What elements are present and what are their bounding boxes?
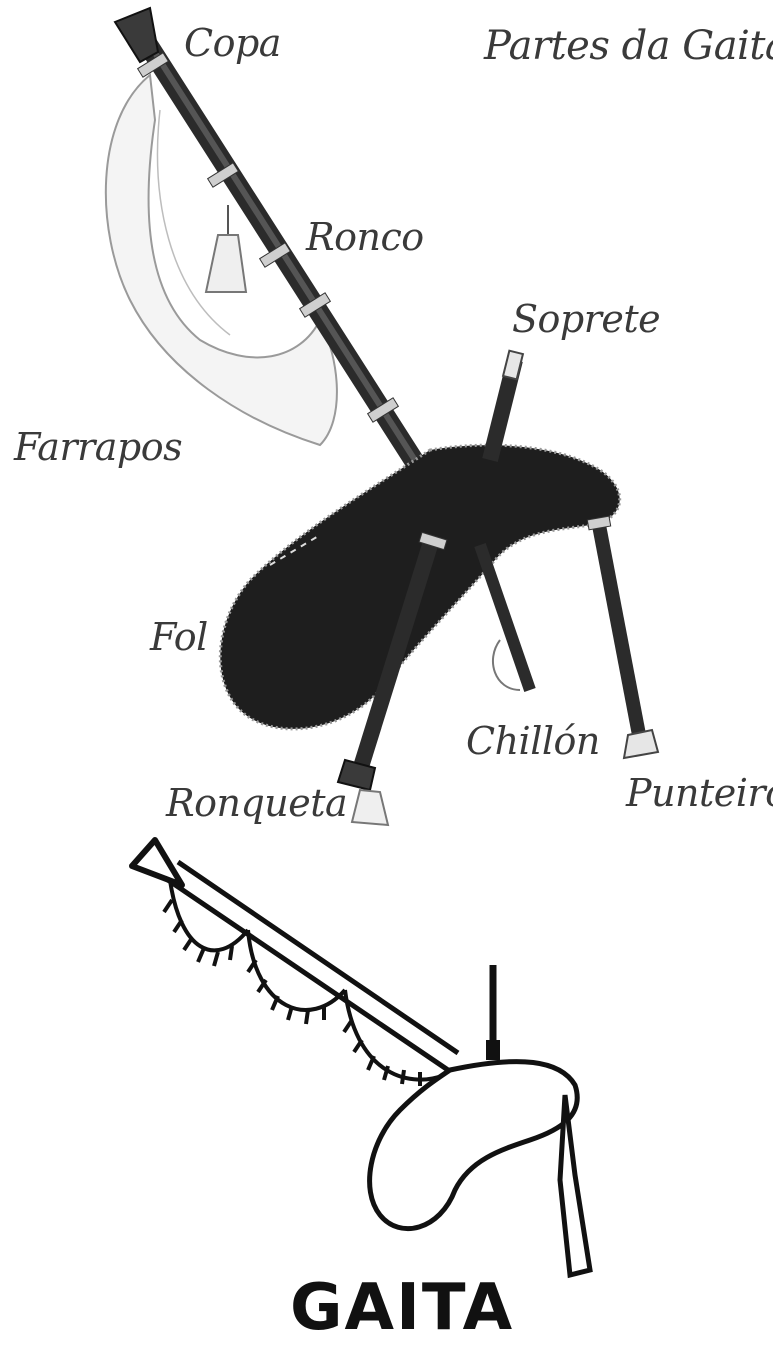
label-copa: Copa (184, 24, 281, 62)
label-punteiro: Punteiro (626, 774, 773, 812)
bagpipe-illustration (0, 0, 773, 830)
label-farrapos: Farrapos (14, 428, 182, 466)
label-soprete: Soprete (512, 300, 660, 338)
logo-text: GAITA (290, 1276, 514, 1340)
label-fol: Fol (150, 618, 208, 656)
diagram-title: Partes da Gaita (484, 26, 773, 66)
label-ronco: Ronco (306, 218, 424, 256)
fringe (164, 880, 445, 1086)
tassel (206, 235, 246, 292)
label-ronqueta: Ronqueta (166, 784, 347, 822)
label-chillon: Chillón (466, 722, 600, 760)
ronqueta-tassel (352, 790, 388, 825)
copa-bell (115, 8, 158, 62)
soprete-blowpipe (490, 351, 523, 460)
chillon-drone (480, 545, 530, 690)
